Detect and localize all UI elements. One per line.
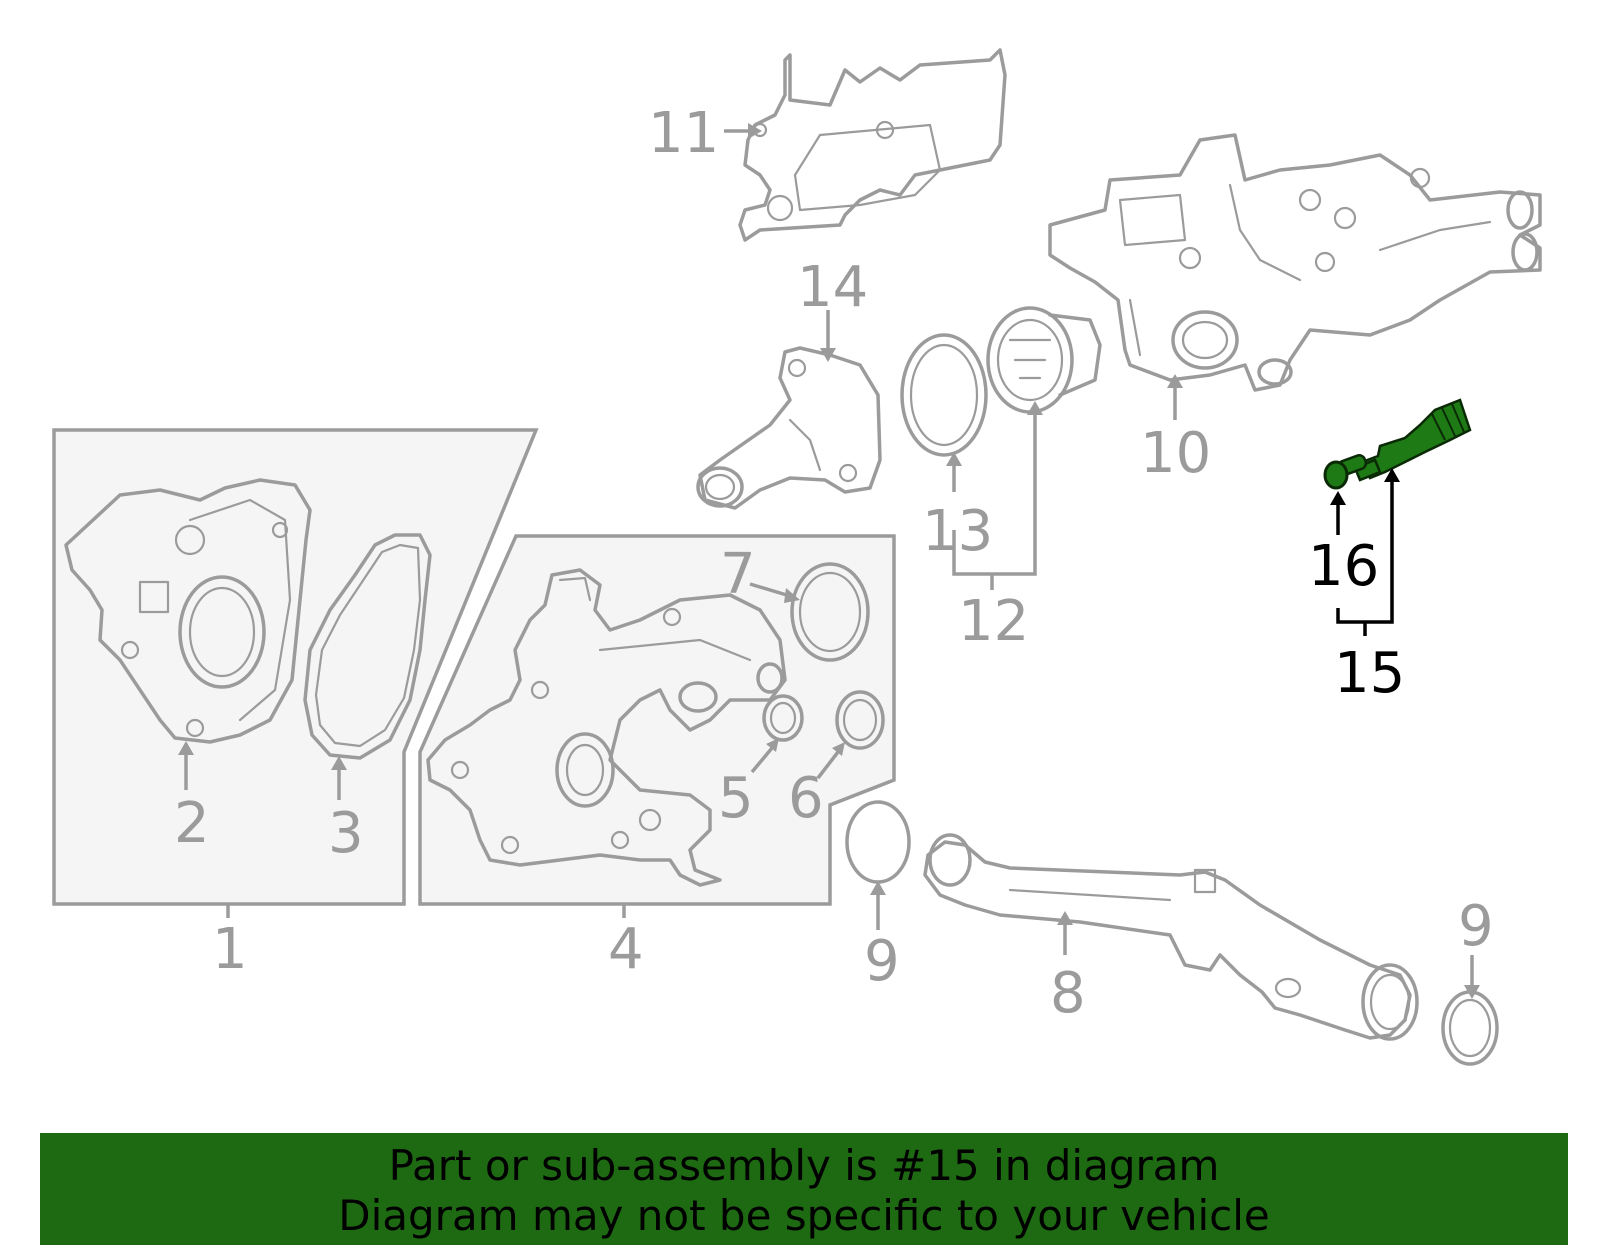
- part-2-pump-cover: [64, 478, 312, 744]
- part-14-outlet: [696, 346, 882, 510]
- callout-3: 3: [328, 801, 364, 866]
- arrow-heads: [178, 123, 1480, 999]
- leader-lines: [184, 129, 1474, 985]
- banner-line-2: Diagram may not be specific to your vehi…: [338, 1191, 1270, 1240]
- callout-10: 10: [1140, 421, 1211, 486]
- part-12-thermostat: [986, 306, 1102, 414]
- callout-4: 4: [608, 917, 644, 982]
- callout-5: 5: [718, 766, 754, 831]
- callout-9-right: 9: [1458, 894, 1494, 959]
- callout-13: 13: [922, 499, 993, 564]
- part-4-pump-housing: [426, 568, 787, 887]
- callout-6: 6: [788, 766, 824, 831]
- callout-11: 11: [648, 101, 719, 166]
- callout-15: 15: [1334, 641, 1405, 706]
- part-3-gasket: [303, 533, 432, 760]
- part-16-o-ring: [1323, 460, 1349, 490]
- banner-line-1: Part or sub-assembly is #15 in diagram: [388, 1141, 1220, 1190]
- callout-16: 16: [1308, 534, 1379, 599]
- part-7-o-ring: [790, 562, 870, 662]
- callout-9-left: 9: [864, 929, 900, 994]
- part-13-gasket: [900, 333, 988, 457]
- part-6-o-ring: [835, 690, 885, 750]
- part-9-o-ring-a: [845, 800, 911, 884]
- part-15-temperature-sensor: [1336, 398, 1472, 482]
- part-8-water-pipe: [923, 833, 1419, 1041]
- callout-8: 8: [1050, 961, 1086, 1026]
- part-9-o-ring-b: [1441, 990, 1499, 1066]
- callout-2: 2: [174, 791, 210, 856]
- part-5-o-ring: [762, 694, 804, 742]
- callout-14: 14: [797, 255, 868, 320]
- assembly-box-4: [418, 534, 896, 906]
- notice-banner: Part or sub-assembly is #15 in diagram D…: [40, 1133, 1568, 1245]
- callout-12: 12: [958, 589, 1029, 654]
- highlight-leader-lines: [1336, 482, 1394, 636]
- highlight-arrow-heads: [1330, 468, 1400, 505]
- part-10-thermostat-housing: [1048, 133, 1542, 392]
- part-11-gasket-plate: [738, 48, 1007, 242]
- callout-7: 7: [720, 542, 756, 607]
- callout-1: 1: [212, 917, 248, 982]
